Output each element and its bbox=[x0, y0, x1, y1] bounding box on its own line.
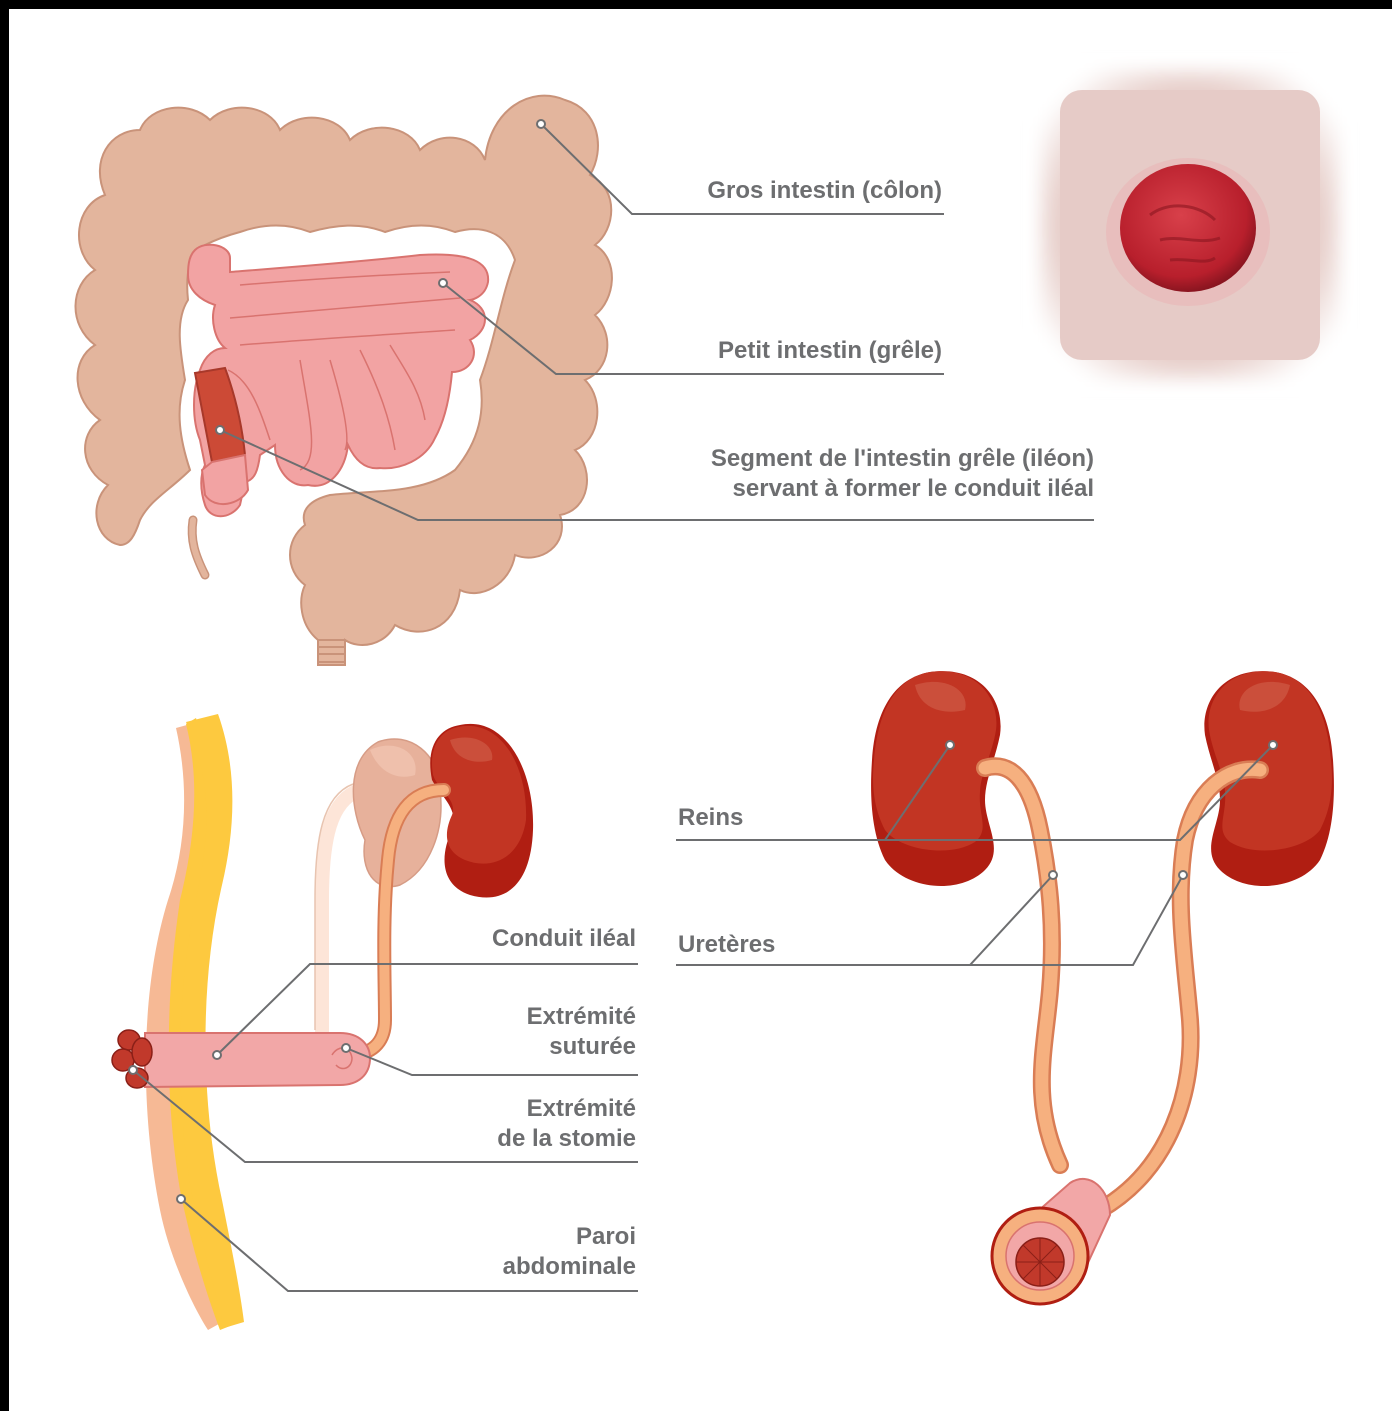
label-sutured-end-line2: suturée bbox=[527, 1032, 636, 1062]
label-abdominal-wall: Paroi abdominale bbox=[503, 1222, 636, 1282]
label-stoma-end-line2: de la stomie bbox=[497, 1124, 636, 1154]
label-stoma-end: Extrémité de la stomie bbox=[497, 1094, 636, 1154]
label-ileum-segment-line1: Segment de l'intestin grêle (iléon) bbox=[711, 444, 1094, 474]
label-ileum-segment: Segment de l'intestin grêle (iléon) serv… bbox=[711, 444, 1094, 504]
stoma-end bbox=[112, 1030, 152, 1088]
abdominal-wall bbox=[146, 714, 244, 1330]
label-abdominal-wall-line2: abdominale bbox=[503, 1252, 636, 1282]
label-kidneys: Reins bbox=[678, 803, 743, 833]
stoma-photo bbox=[1040, 70, 1340, 380]
label-sutured-end-line1: Extrémité bbox=[527, 1002, 636, 1032]
label-abdominal-wall-line1: Paroi bbox=[503, 1222, 636, 1252]
label-ileal-conduit: Conduit iléal bbox=[492, 924, 636, 954]
label-ureters: Uretères bbox=[678, 930, 775, 960]
label-ileum-segment-line2: servant à former le conduit iléal bbox=[711, 474, 1094, 504]
label-small-intestine: Petit intestin (grêle) bbox=[718, 336, 942, 366]
label-sutured-end: Extrémité suturée bbox=[527, 1002, 636, 1062]
label-colon: Gros intestin (côlon) bbox=[707, 176, 942, 206]
urinary-system bbox=[871, 671, 1334, 1304]
ileal-conduit-tube bbox=[145, 1033, 370, 1087]
label-stoma-end-line1: Extrémité bbox=[497, 1094, 636, 1124]
